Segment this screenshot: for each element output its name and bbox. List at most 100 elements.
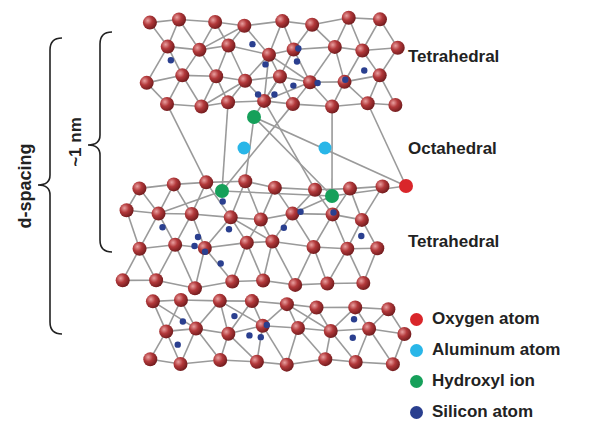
bond-line	[254, 117, 406, 186]
oxygen-atom	[225, 274, 239, 288]
oxygen-atom	[265, 235, 279, 249]
oxygen-atom	[168, 238, 182, 252]
oxygen-atom	[245, 294, 259, 308]
oxygen-atom	[356, 276, 370, 290]
oxygen-atom	[185, 207, 199, 221]
oxygen-atom	[152, 207, 166, 221]
oxygen-atom	[391, 41, 405, 55]
silicon-atom	[255, 91, 261, 97]
silicon-atom	[191, 243, 197, 249]
hydroxyl-ion	[325, 189, 339, 203]
silicon-atom	[350, 335, 356, 341]
legend-swatch	[410, 375, 423, 388]
oxygen-atom	[342, 11, 356, 25]
oxygen-atom	[275, 14, 289, 28]
silicon-atom	[246, 332, 252, 338]
oxygen-atom	[324, 324, 338, 338]
oxygen-atom	[328, 40, 342, 54]
layer-label: Tetrahedral	[408, 48, 499, 67]
oxygen-atom	[355, 213, 369, 227]
oxygen-atom	[381, 302, 395, 316]
oxygen-atom	[213, 353, 227, 367]
silicon-atom	[361, 67, 367, 73]
oxygen-atom	[221, 327, 235, 341]
hydroxyl-ion	[215, 184, 229, 198]
legend-text: Aluminum atom	[432, 341, 560, 360]
oxygen-atom	[273, 70, 287, 84]
oxygen-atom	[189, 322, 203, 336]
oxygen-atom	[373, 12, 387, 26]
oxygen-atom	[149, 273, 163, 287]
oxygen-atom	[326, 207, 340, 221]
oxygen-atom	[286, 97, 300, 111]
brackets	[38, 32, 112, 334]
silicon-atom	[231, 313, 237, 319]
oxygen-atom	[143, 352, 157, 366]
silicon-atom	[175, 341, 181, 347]
silicon-atom	[295, 45, 301, 51]
oxygen-atom	[349, 355, 363, 369]
oxygen-atom	[188, 281, 202, 295]
oxygen-atom	[133, 242, 147, 256]
silicon-atom	[220, 198, 226, 204]
oxygen-atom	[213, 294, 227, 308]
oxygen-atom	[143, 16, 157, 30]
oxygen-atom	[173, 357, 187, 371]
silicon-atom	[258, 334, 264, 340]
legend-text: Hydroxyl ion	[432, 372, 535, 391]
oxygen-atom	[192, 43, 206, 57]
oxygen-atom	[238, 74, 252, 88]
oxygen-atom	[308, 183, 322, 197]
oxygen-atom	[209, 69, 223, 83]
silicon-atom	[159, 224, 165, 230]
oxygen-atom	[116, 273, 130, 287]
bond-line	[368, 103, 406, 186]
oxygen-atom	[160, 97, 174, 111]
oxygen-atom	[221, 39, 235, 53]
bond-line	[331, 106, 333, 196]
silicon-atom	[297, 209, 303, 215]
silicon-atom	[342, 77, 348, 83]
oxygen-atom	[199, 175, 213, 189]
oxygen-atom	[132, 181, 146, 195]
oxygen-atom	[198, 241, 212, 255]
oxygen-atom	[320, 277, 334, 291]
bond-line	[175, 245, 195, 289]
silicon-atom	[358, 233, 364, 239]
oxygen-atom	[254, 213, 268, 227]
oxygen-atom	[306, 240, 320, 254]
silicon-atom	[202, 249, 208, 255]
silicon-atom	[180, 318, 186, 324]
oxygen-atom	[280, 358, 294, 372]
oxygen-atom	[310, 301, 324, 315]
oxygen-atom	[237, 19, 251, 33]
oxygen-atom	[161, 40, 175, 54]
oxygen-atom	[287, 42, 301, 56]
oxygen-atom	[140, 76, 154, 90]
bond-line	[222, 104, 293, 191]
silicon-atom	[281, 224, 287, 230]
oxygen-atom	[343, 182, 357, 196]
silicon-atom	[330, 209, 336, 215]
dimension-label: ~1 nm	[67, 117, 86, 167]
silicon-atom	[290, 82, 296, 88]
silicon-atom	[271, 91, 277, 97]
bond-line	[254, 117, 332, 196]
layer-label: Tetrahedral	[408, 233, 499, 252]
oxygen-atom	[172, 12, 186, 26]
oxygen-atom	[386, 357, 400, 371]
silicon-atom	[168, 57, 174, 63]
bond-line	[222, 102, 228, 191]
oxygen-atom	[388, 98, 402, 112]
oxygen-atom	[361, 96, 375, 110]
bond-line	[272, 242, 295, 285]
layer-label: Octahedral	[408, 140, 497, 159]
oxygen-atom	[325, 99, 339, 113]
aluminum-atom	[238, 142, 251, 155]
dimension-label: d-spacing	[16, 143, 36, 228]
legend-swatch	[410, 313, 423, 326]
silicon-atom	[217, 260, 223, 266]
silicon-atom	[264, 322, 270, 328]
silicon-atom	[226, 226, 232, 232]
